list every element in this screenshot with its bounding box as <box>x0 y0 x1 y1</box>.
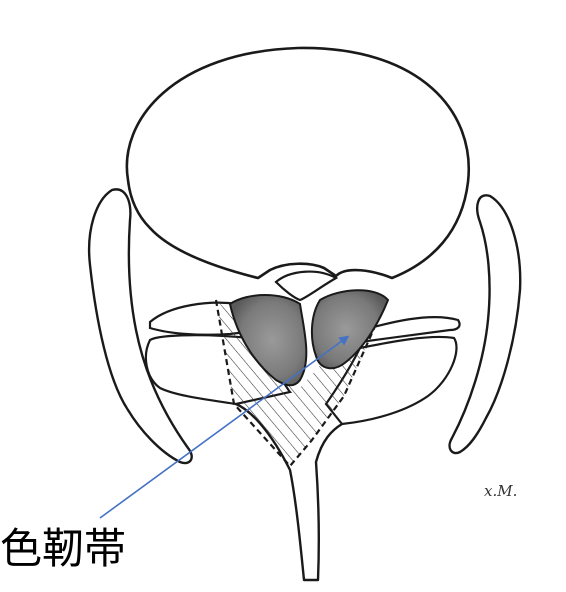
artist-signature: x.M. <box>484 482 517 500</box>
vertebral-body <box>127 48 469 278</box>
ligament-label: 色靭帯 <box>0 528 126 570</box>
